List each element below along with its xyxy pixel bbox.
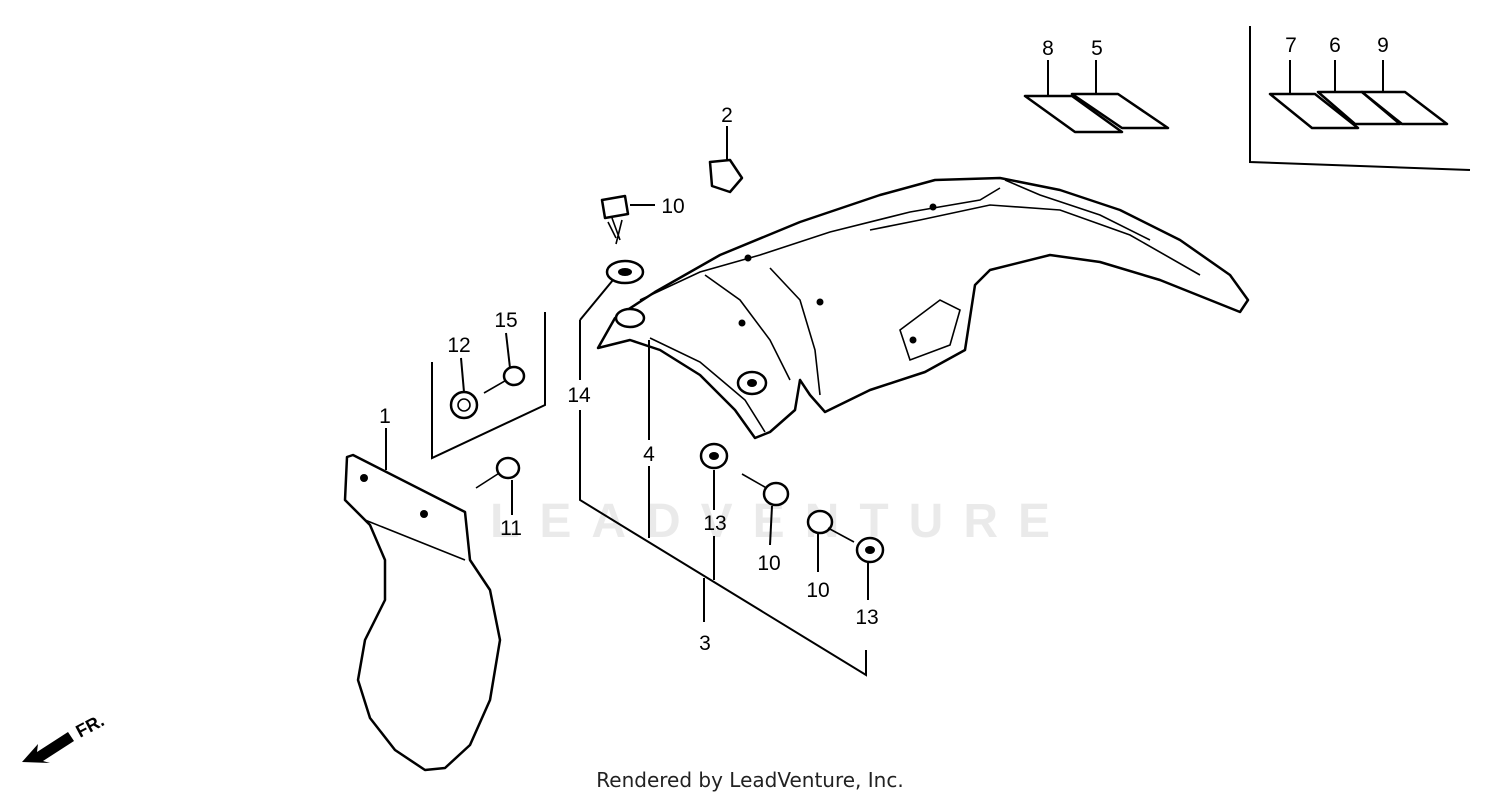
callout-15: 15: [494, 309, 517, 332]
grommet-14: [605, 259, 645, 285]
footer-credit: Rendered by LeadVenture, Inc.: [596, 768, 904, 792]
callout-8: 8: [1042, 37, 1054, 60]
nut-12: [449, 390, 479, 420]
front-direction-arrow-icon: FR.: [22, 710, 107, 763]
callout-10-top: 10: [661, 195, 684, 218]
callout-6: 6: [1329, 34, 1341, 57]
callout-4: 4: [643, 443, 655, 466]
callout-13-left: 13: [703, 512, 726, 535]
bolt-10-top: [600, 194, 630, 245]
bolt-10-right: [806, 509, 855, 543]
mud-flap: [343, 453, 502, 772]
callout-10-middle: 10: [757, 552, 780, 575]
callout-12: 12: [447, 334, 470, 357]
bolt-11: [475, 456, 521, 489]
callout-14: 14: [567, 384, 591, 407]
screw-15: [483, 365, 526, 394]
callout-3: 3: [699, 632, 711, 655]
leader-lines: [385, 26, 1471, 677]
callout-11: 11: [500, 517, 522, 540]
nut-2: [708, 158, 744, 194]
direction-label: FR.: [72, 710, 107, 741]
washer-13-right: [855, 536, 885, 564]
washer-13-left: [699, 442, 729, 470]
emblem-strips-8-5: [1023, 92, 1170, 134]
bolt-10-middle: [741, 473, 790, 507]
callout-10-right: 10: [806, 579, 829, 602]
emblem-strips-7-6-9: [1268, 90, 1449, 130]
callout-13-right: 13: [855, 606, 878, 629]
rear-fender: [596, 176, 1250, 440]
callout-5: 5: [1091, 37, 1103, 60]
callout-1: 1: [379, 405, 391, 428]
callout-2: 2: [721, 104, 733, 127]
callout-7: 7: [1285, 34, 1297, 57]
callout-9: 9: [1377, 34, 1389, 57]
